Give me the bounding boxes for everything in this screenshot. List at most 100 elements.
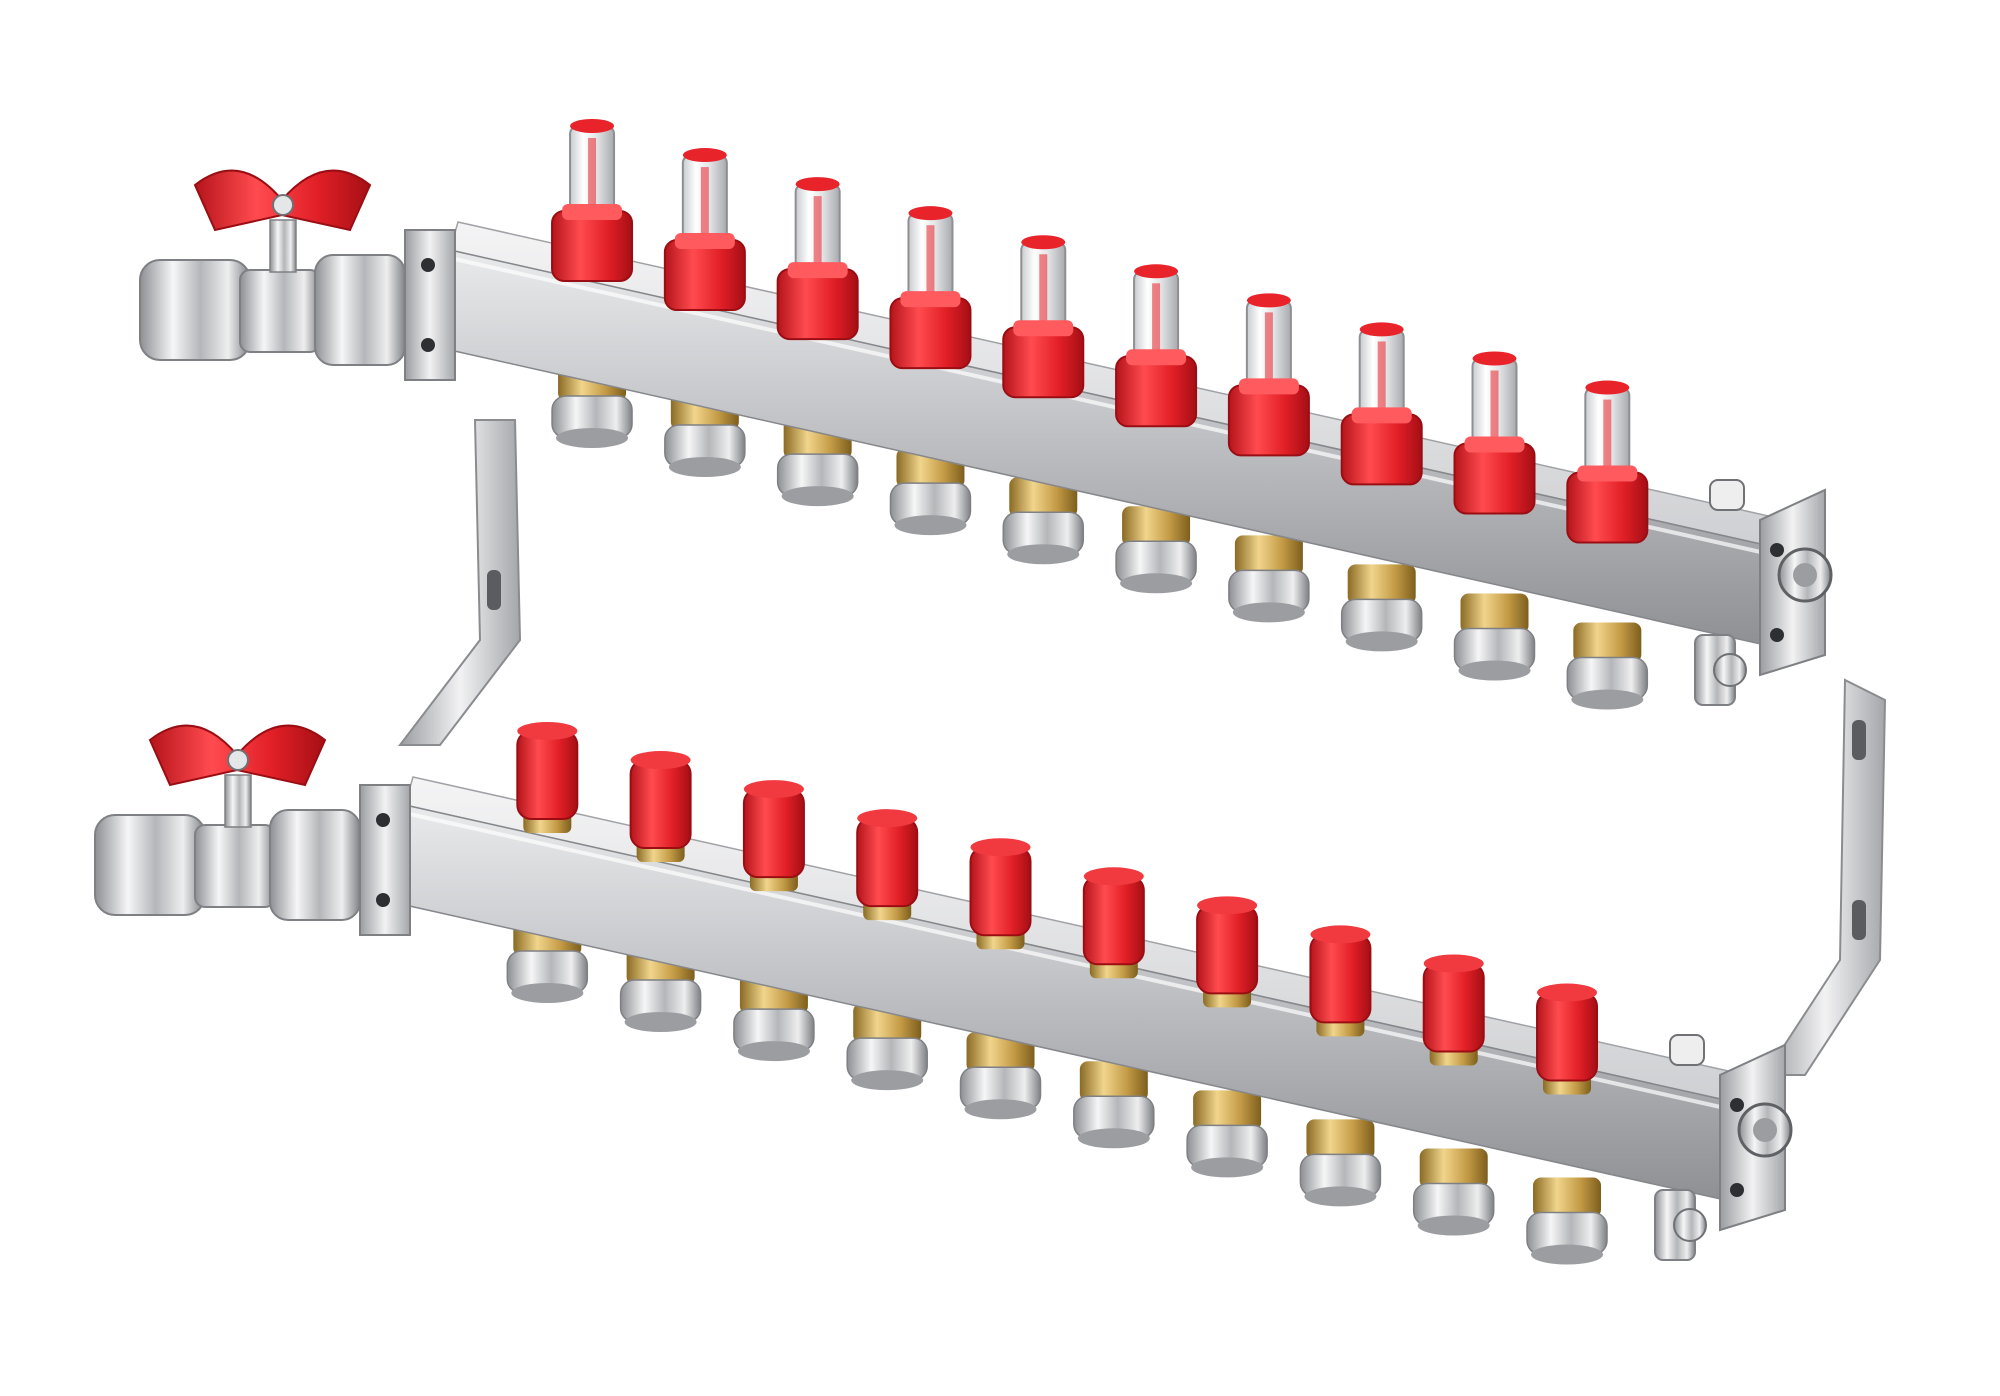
ball-valve	[94, 724, 361, 921]
handle-screw	[272, 194, 294, 216]
valve-cap	[1082, 867, 1145, 979]
valve-cap	[856, 809, 919, 921]
flow-meter-indicator	[1603, 399, 1612, 470]
left-bracket	[397, 419, 522, 746]
fitting-bottom	[737, 1041, 810, 1062]
valve-cap	[516, 721, 579, 833]
cap-body	[516, 729, 579, 820]
flow-meter	[663, 148, 746, 312]
cap-body	[1309, 933, 1372, 1024]
flow-meter-indicator	[1264, 312, 1273, 383]
cap-top	[970, 838, 1031, 857]
brass-nut	[1573, 622, 1642, 663]
valve-body-left	[139, 259, 251, 361]
brass-nut	[1460, 593, 1529, 634]
flow-meter-nut-ring	[1577, 465, 1638, 482]
cap-top	[1537, 983, 1598, 1002]
air-vent	[1669, 1034, 1705, 1066]
valve-cap	[1536, 983, 1599, 1095]
cap-body	[629, 759, 692, 850]
mounting-brackets	[397, 419, 1887, 1076]
bolt	[421, 258, 435, 272]
flow-meter-top	[795, 177, 840, 192]
outlet-fitting	[1299, 1119, 1382, 1207]
brass-nut	[1234, 535, 1303, 576]
flow-meter-top	[1021, 235, 1066, 250]
fitting-bottom	[1345, 631, 1418, 652]
flow-meter-nut	[776, 268, 859, 341]
flow-meter-indicator	[1152, 283, 1161, 354]
cap-body	[1082, 875, 1145, 966]
flow-meter-nut	[889, 297, 972, 370]
flow-meter-top	[1246, 293, 1291, 308]
flow-meter-nut	[663, 239, 746, 312]
bolt	[1730, 1183, 1744, 1197]
drain-valve-cap	[1713, 653, 1747, 687]
outlet-fitting	[959, 1032, 1042, 1120]
flow-meter	[1340, 322, 1423, 486]
fitting-bottom	[1191, 1157, 1264, 1178]
flow-meter	[889, 206, 972, 370]
fitting-bottom	[1232, 602, 1305, 623]
flow-meter-top	[682, 148, 727, 163]
cap-top	[1423, 954, 1484, 973]
flow-meter-nut-ring	[1126, 349, 1187, 366]
bolt	[1730, 1098, 1744, 1112]
brass-nut	[1533, 1177, 1602, 1218]
fitting-bottom	[624, 1012, 697, 1033]
outlet-fitting	[1412, 1148, 1495, 1236]
outlet-fitting	[1115, 506, 1197, 594]
fitting-bottom	[1007, 544, 1080, 565]
cap-body	[1536, 991, 1599, 1082]
valve-body-center	[239, 269, 321, 353]
valve-cap	[969, 838, 1032, 950]
fitting-bottom	[1417, 1215, 1490, 1236]
brass-nut	[1122, 506, 1191, 547]
flow-meter-nut	[1453, 442, 1536, 515]
fitting-bottom	[894, 515, 967, 536]
fitting-bottom	[1531, 1244, 1604, 1265]
cap-body	[856, 817, 919, 908]
fitting-bottom	[781, 486, 854, 507]
fitting-bottom	[851, 1070, 924, 1091]
flow-meter	[776, 177, 859, 341]
flow-meter-nut	[1227, 384, 1310, 457]
outlet-fitting	[1228, 535, 1310, 623]
cap-top	[1083, 867, 1144, 886]
bolt	[1770, 628, 1784, 642]
flow-meter-nut-ring	[1351, 407, 1412, 424]
air-vent	[1709, 479, 1745, 511]
flow-meter-top	[1359, 322, 1404, 337]
flow-meter-indicator	[588, 137, 597, 208]
fitting-bottom	[511, 982, 584, 1003]
flow-meter-nut-ring	[562, 203, 623, 220]
cap-body	[742, 788, 805, 879]
right-bracket	[1763, 678, 1887, 1076]
brass-nut	[1419, 1148, 1488, 1189]
bolt	[376, 813, 390, 827]
flow-meter-nut-ring	[900, 291, 961, 308]
fitting-bottom	[1120, 573, 1193, 594]
flow-meter-indicator	[1377, 341, 1386, 412]
end-plate	[359, 784, 411, 936]
flow-meter-nut	[1340, 413, 1423, 486]
bar-front-face	[449, 249, 1766, 646]
flow-meter	[1566, 380, 1649, 544]
right-end-assembly	[1654, 1034, 1793, 1261]
brass-nut	[1306, 1119, 1375, 1160]
valve-cap	[1196, 896, 1259, 1008]
flow-meter-indicator	[1490, 370, 1499, 441]
end-plug-center	[1793, 563, 1817, 587]
fitting-bottom	[556, 427, 629, 448]
flow-meter-top	[1585, 380, 1630, 395]
return-manifold	[94, 721, 1793, 1265]
flow-meter-nut	[1002, 326, 1085, 399]
flow-meter	[1227, 293, 1310, 457]
valve-body-left	[94, 814, 206, 916]
cap-body	[1422, 962, 1485, 1053]
valve-body-center	[194, 824, 276, 908]
flow-meter-indicator	[813, 196, 822, 267]
cap-top	[1197, 896, 1258, 915]
cap-top	[630, 751, 691, 770]
valve-stem	[224, 774, 252, 828]
